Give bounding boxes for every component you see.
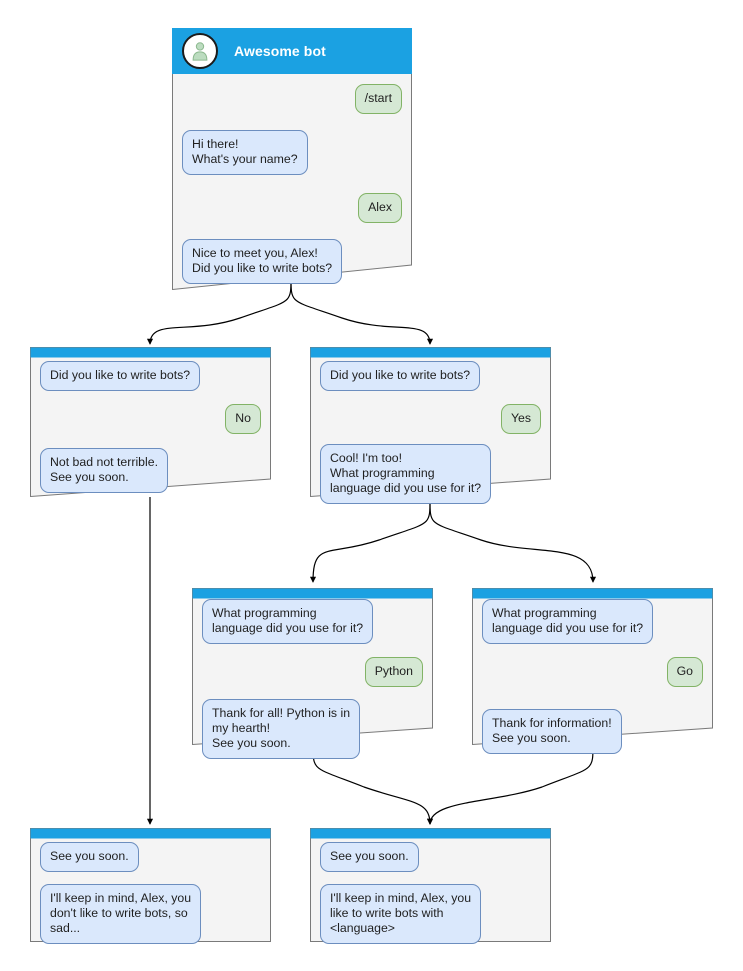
edge-go-to-end-happy: [426, 744, 594, 825]
user-message-bubble[interactable]: No: [225, 404, 261, 434]
node-no-branch-messages: Did you like to write bots? No Not bad n…: [30, 361, 271, 493]
bot-message-bubble[interactable]: Hi there! What's your name?: [182, 130, 308, 175]
bot-message-bubble[interactable]: Did you like to write bots?: [40, 361, 201, 391]
bot-message-bubble[interactable]: I'll keep in mind, Alex, you like to wri…: [320, 884, 482, 944]
message-row: Hi there! What's your name?: [182, 130, 402, 175]
bot-name-label: Awesome bot: [234, 43, 326, 59]
person-icon: [192, 42, 208, 61]
message-row: Python: [202, 657, 423, 687]
user-message-bubble[interactable]: /start: [354, 84, 402, 114]
message-row: Did you like to write bots?: [320, 361, 541, 391]
bot-message-bubble[interactable]: See you soon.: [320, 842, 419, 872]
node-root[interactable]: Awesome bot /start Hi there! What's your…: [172, 28, 412, 290]
message-row: Alex: [182, 193, 402, 223]
message-row: I'll keep in mind, Alex, you like to wri…: [320, 884, 541, 944]
node-end-sad-messages: See you soon. I'll keep in mind, Alex, y…: [30, 842, 271, 944]
message-row: Cool! I'm too! What programming language…: [320, 444, 541, 504]
bot-message-bubble[interactable]: Thank for all! Python is in my hearth! S…: [202, 699, 361, 759]
user-message-bubble[interactable]: Alex: [358, 193, 402, 223]
message-row: I'll keep in mind, Alex, you don't like …: [40, 884, 261, 944]
node-python-branch[interactable]: What programming language did you use fo…: [192, 588, 433, 759]
bot-message-bubble[interactable]: See you soon.: [40, 842, 139, 872]
message-row: Not bad not terrible. See you soon.: [40, 448, 261, 493]
node-go-branch[interactable]: What programming language did you use fo…: [472, 588, 713, 754]
bot-message-bubble[interactable]: What programming language did you use fo…: [482, 599, 654, 644]
node-end-happy-messages: See you soon. I'll keep in mind, Alex, y…: [310, 842, 551, 944]
node-go-branch-messages: What programming language did you use fo…: [472, 599, 713, 754]
message-row: See you soon.: [320, 842, 541, 872]
message-row: Thank for all! Python is in my hearth! S…: [202, 699, 423, 759]
node-python-branch-messages: What programming language did you use fo…: [192, 599, 433, 759]
message-row: Thank for information! See you soon.: [482, 709, 703, 754]
edge-yes-to-python: [309, 499, 431, 583]
node-no-branch[interactable]: Did you like to write bots? No Not bad n…: [30, 347, 271, 497]
message-row: Nice to meet you, Alex! Did you like to …: [182, 239, 402, 284]
message-row: Did you like to write bots?: [40, 361, 261, 391]
user-message-bubble[interactable]: Go: [666, 657, 703, 687]
message-row: Yes: [320, 404, 541, 434]
message-row: /start: [182, 84, 402, 114]
edge-yes-to-go: [429, 499, 597, 583]
bot-message-bubble[interactable]: Did you like to write bots?: [320, 361, 481, 391]
message-row: What programming language did you use fo…: [202, 599, 423, 644]
bot-message-bubble[interactable]: I'll keep in mind, Alex, you don't like …: [40, 884, 202, 944]
message-row: See you soon.: [40, 842, 261, 872]
node-yes-branch-messages: Did you like to write bots? Yes Cool! I'…: [310, 361, 551, 504]
bot-message-bubble[interactable]: Not bad not terrible. See you soon.: [40, 448, 169, 493]
node-root-header: Awesome bot: [172, 28, 412, 74]
user-message-bubble[interactable]: Python: [364, 657, 423, 687]
bot-message-bubble[interactable]: Thank for information! See you soon.: [482, 709, 622, 754]
message-row: Go: [482, 657, 703, 687]
bot-message-bubble[interactable]: Cool! I'm too! What programming language…: [320, 444, 492, 504]
user-message-bubble[interactable]: Yes: [500, 404, 541, 434]
bot-message-bubble[interactable]: What programming language did you use fo…: [202, 599, 374, 644]
message-row: What programming language did you use fo…: [482, 599, 703, 644]
bot-message-bubble[interactable]: Nice to meet you, Alex! Did you like to …: [182, 239, 343, 284]
node-root-messages: /start Hi there! What's your name? Alex …: [172, 84, 412, 284]
node-end-sad[interactable]: See you soon. I'll keep in mind, Alex, y…: [30, 828, 271, 944]
node-yes-branch[interactable]: Did you like to write bots? Yes Cool! I'…: [310, 347, 551, 504]
message-row: No: [40, 404, 261, 434]
node-end-happy[interactable]: See you soon. I'll keep in mind, Alex, y…: [310, 828, 551, 944]
avatar: [182, 33, 218, 69]
